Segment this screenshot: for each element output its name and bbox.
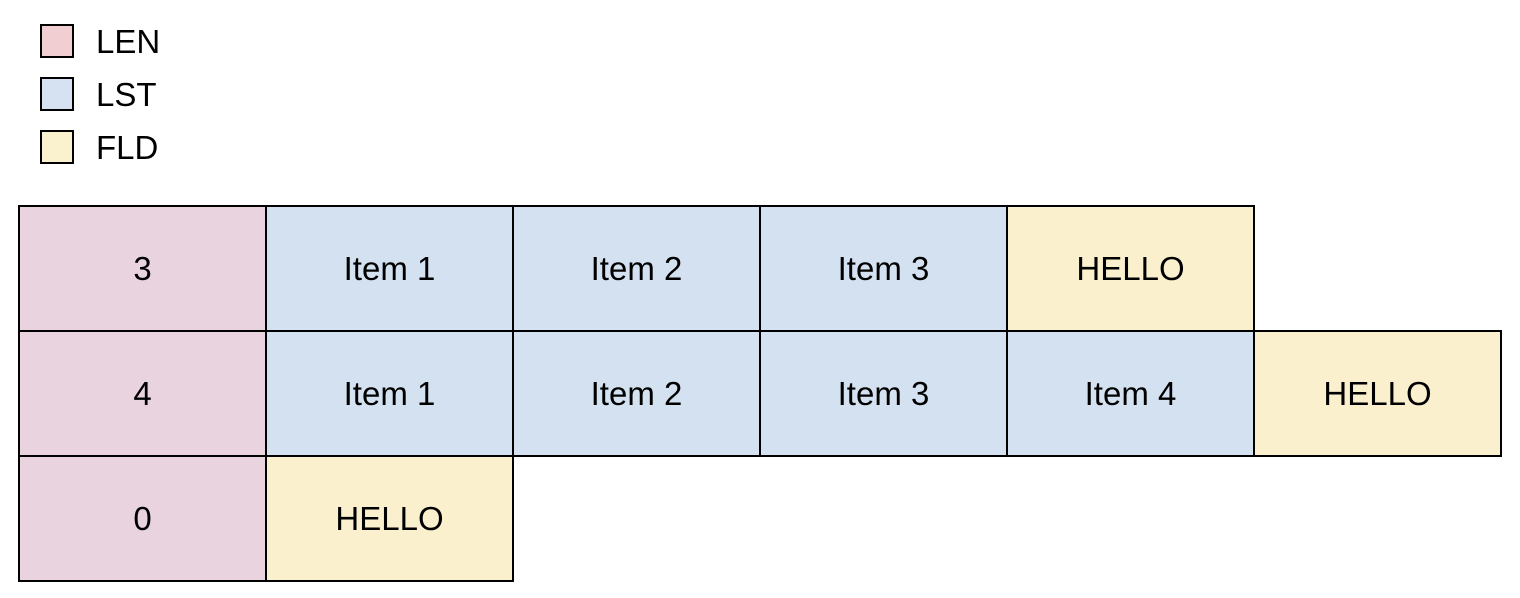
- fld-color-swatch: [40, 130, 74, 164]
- list-item-cell: Item 2: [512, 205, 761, 332]
- legend-label-fld: FLD: [96, 128, 159, 166]
- len-cell: 3: [18, 205, 267, 332]
- list-item-cell: Item 1: [265, 330, 514, 457]
- len-color-swatch: [40, 24, 74, 58]
- list-item-cell: Item 3: [759, 330, 1008, 457]
- list-item-cell: Item 2: [512, 330, 761, 457]
- list-item-cell: Item 4: [1006, 330, 1255, 457]
- legend-label-len: LEN: [96, 22, 161, 60]
- record-row-1: 3 Item 1 Item 2 Item 3 HELLO: [18, 205, 1502, 332]
- len-cell: 4: [18, 330, 267, 457]
- list-item-cell: Item 1: [265, 205, 514, 332]
- record-diagram: 3 Item 1 Item 2 Item 3 HELLO 4 Item 1 It…: [18, 205, 1502, 582]
- legend-label-lst: LST: [96, 75, 157, 113]
- record-row-2: 4 Item 1 Item 2 Item 3 Item 4 HELLO: [18, 330, 1502, 457]
- field-cell: HELLO: [1006, 205, 1255, 332]
- legend-item-lst: LST: [40, 77, 160, 111]
- field-cell: HELLO: [1253, 330, 1502, 457]
- len-cell: 0: [18, 455, 267, 582]
- list-item-cell: Item 3: [759, 205, 1008, 332]
- legend: LEN LST FLD: [40, 24, 160, 164]
- legend-item-fld: FLD: [40, 130, 160, 164]
- legend-item-len: LEN: [40, 24, 160, 58]
- record-row-3: 0 HELLO: [18, 455, 1502, 582]
- field-cell: HELLO: [265, 455, 514, 582]
- lst-color-swatch: [40, 77, 74, 111]
